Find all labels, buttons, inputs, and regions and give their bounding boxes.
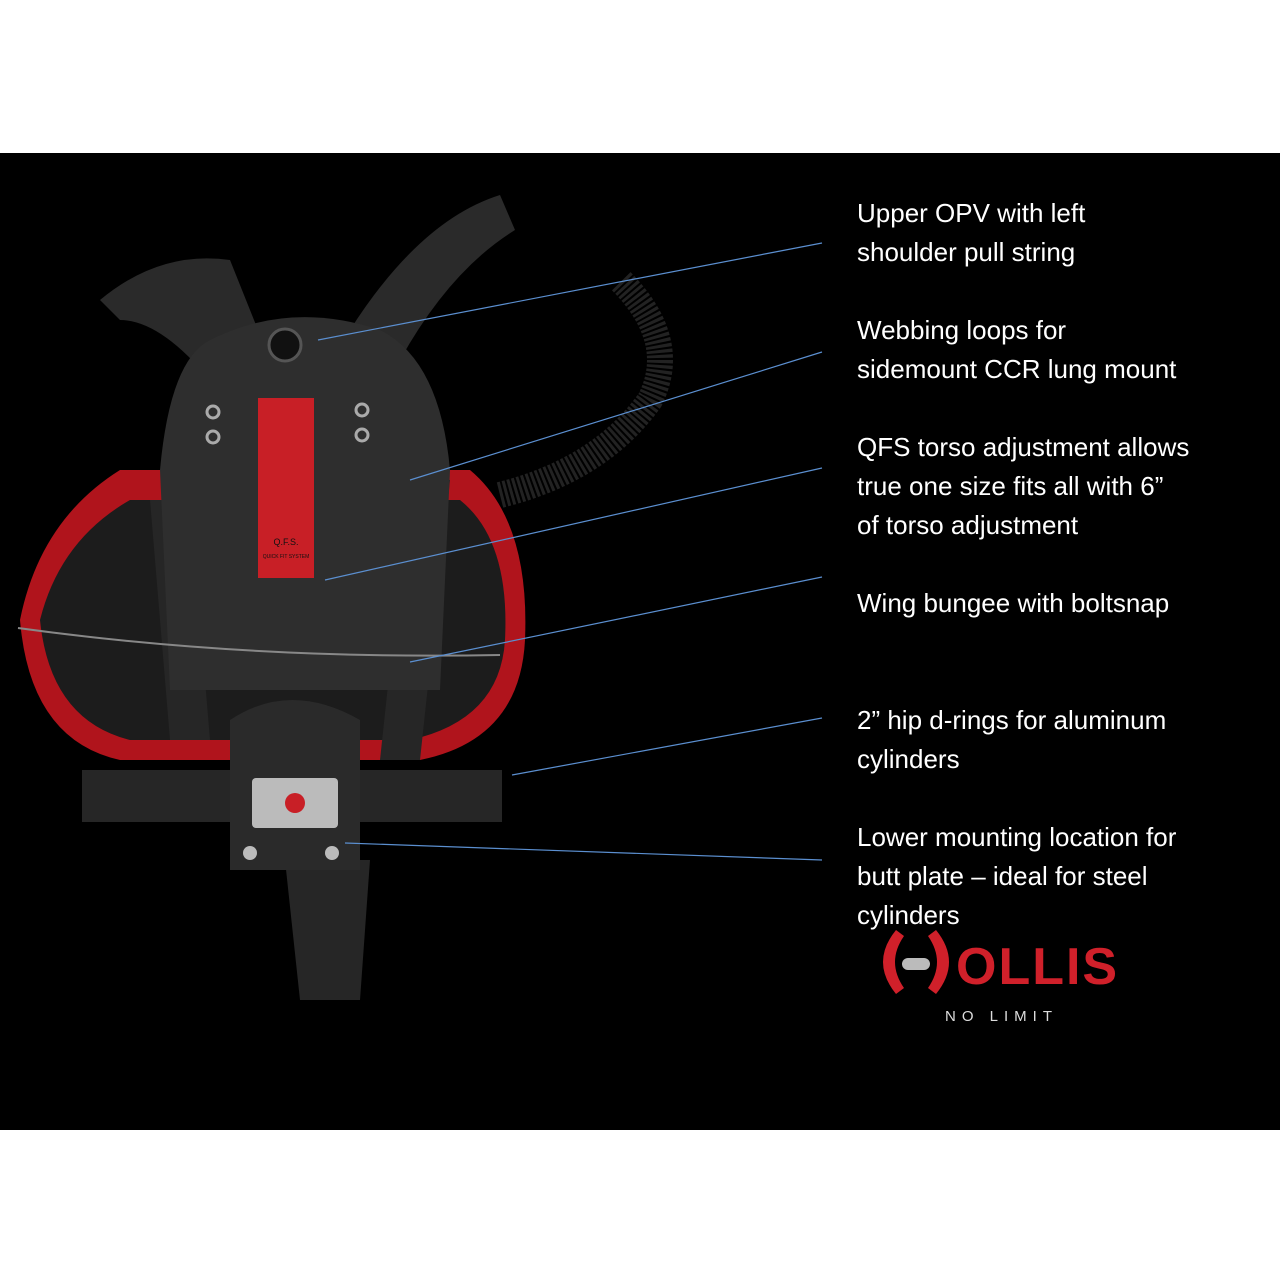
callout-line-qfs-torso bbox=[324, 467, 823, 581]
qfs-stripe bbox=[258, 398, 314, 578]
callout-line-wing-bungee bbox=[409, 576, 823, 663]
callout-text: Wing bungee with boltsnap bbox=[857, 588, 1170, 618]
logo-tagline: NO LIMIT bbox=[945, 1008, 1059, 1025]
callout-text: Lower mounting location for bbox=[857, 822, 1177, 852]
callout-line-upper-opv bbox=[317, 242, 823, 341]
callout-text: true one size fits all with 6” bbox=[857, 471, 1164, 501]
crotch-strap bbox=[285, 860, 370, 1000]
callout-text: QFS torso adjustment allows bbox=[857, 432, 1190, 462]
callout-webbing-loops: Webbing loops for sidemount CCR lung mou… bbox=[857, 311, 1257, 389]
callout-text: butt plate – ideal for steel bbox=[857, 861, 1148, 891]
callout-text: sidemount CCR lung mount bbox=[857, 354, 1177, 384]
callout-text: 2” hip d-rings for aluminum bbox=[857, 705, 1167, 735]
callout-line-hip-d-rings bbox=[511, 717, 823, 776]
callout-text: Webbing loops for bbox=[857, 315, 1067, 345]
right-shoulder-strap bbox=[350, 195, 515, 360]
callout-text: Upper OPV with left bbox=[857, 198, 1086, 228]
callout-text: cylinders bbox=[857, 744, 960, 774]
corrugated-hose bbox=[496, 270, 673, 508]
callout-upper-opv: Upper OPV with left shoulder pull string bbox=[857, 194, 1257, 272]
callout-qfs-torso: QFS torso adjustment allows true one siz… bbox=[857, 428, 1257, 545]
qfs-label: Q.F.S. bbox=[273, 537, 298, 547]
webbing-loop-grommets bbox=[205, 402, 370, 445]
qfs-sub-label: QUICK FIT SYSTEM bbox=[263, 554, 310, 560]
hollis-logo: OLLIS bbox=[883, 930, 1119, 996]
svg-text:OLLIS: OLLIS bbox=[956, 938, 1119, 996]
callout-wing-bungee: Wing bungee with boltsnap bbox=[857, 584, 1257, 623]
callout-line-lower-mounting bbox=[344, 842, 823, 861]
callout-lines bbox=[317, 242, 823, 861]
wing-bungee bbox=[17, 627, 501, 657]
callout-text: cylinders bbox=[857, 900, 960, 930]
callout-text: shoulder pull string bbox=[857, 237, 1076, 267]
callout-hip-d-rings: 2” hip d-rings for aluminum cylinders bbox=[857, 701, 1257, 779]
callout-line-webbing-loops bbox=[409, 351, 823, 481]
opv-valve bbox=[267, 327, 303, 363]
callout-text: of torso adjustment bbox=[857, 510, 1079, 540]
callout-lower-mounting: Lower mounting location for butt plate –… bbox=[857, 818, 1257, 935]
